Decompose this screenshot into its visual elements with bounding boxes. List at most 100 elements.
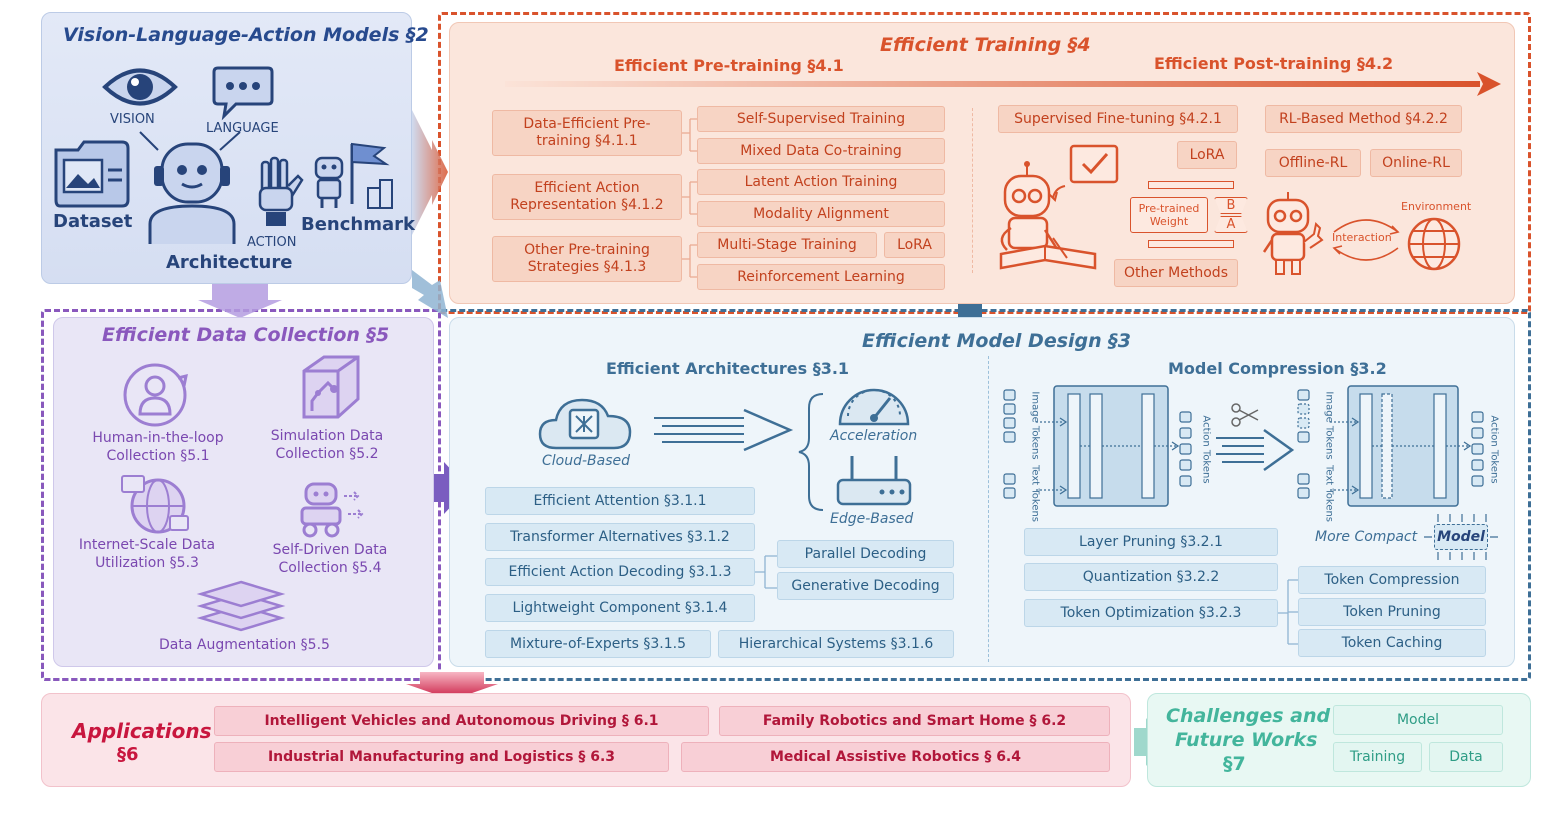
efficient-attention-box: Efficient Attention §3.1.1 xyxy=(485,487,755,515)
arrow-vla-to-collection xyxy=(198,284,282,318)
edge-based-label: Edge-Based xyxy=(830,511,914,527)
quantization-box: Quantization §3.2.2 xyxy=(1024,563,1278,591)
scissors-icon xyxy=(1231,403,1259,427)
posttraining-title: Efficient Post-training §4.2 xyxy=(1154,54,1394,73)
pretrained-weight-box: Pre-trained Weight xyxy=(1130,197,1208,233)
compact-model-box: Model xyxy=(1434,524,1488,550)
action-tokens-label-left: Action Tokens xyxy=(1200,415,1212,484)
globe-icon xyxy=(1407,217,1461,271)
language-label: LANGUAGE xyxy=(206,121,279,136)
online-rl-box: Online-RL xyxy=(1370,149,1462,177)
challenges-title-line3: §7 xyxy=(1223,753,1246,775)
cloud-based-label: Cloud-Based xyxy=(542,453,631,469)
intelligent-vehicles-box: Intelligent Vehicles and Autonomous Driv… xyxy=(214,706,709,736)
industrial-manufacturing-box: Industrial Manufacturing and Logistics §… xyxy=(214,742,669,772)
internet-globe-icon xyxy=(121,475,189,534)
data-augmentation-label: Data Augmentation §5.5 xyxy=(159,637,330,653)
applications-title-line2: §6 xyxy=(117,744,139,765)
token-bracket xyxy=(1278,579,1298,645)
dataset-folder-icon xyxy=(54,140,130,208)
other-methods-box: Other Methods xyxy=(1114,259,1238,287)
offline-rl-box: Offline-RL xyxy=(1265,149,1361,177)
data-collection-title: Efficient Data Collection §5 xyxy=(102,324,390,346)
applications-title-line1: Applications xyxy=(72,719,212,743)
post-lora-box: LoRA xyxy=(1177,141,1237,169)
dataset-label: Dataset xyxy=(53,211,133,232)
compact-squeeze-arrows xyxy=(1424,514,1498,560)
other-pretraining-strategies-box: Other Pre-training Strategies §4.1.3 xyxy=(492,236,682,282)
robot-hand-icon xyxy=(258,156,304,226)
lora-bar-bottom xyxy=(1148,240,1234,248)
token-network-compressed xyxy=(1297,385,1484,507)
lora-bar-top xyxy=(1148,181,1234,189)
token-caching-box: Token Caching xyxy=(1298,629,1486,657)
image-tokens-label-left: Image Tokens xyxy=(1029,391,1041,460)
vla-title: Vision-Language-Action Models §2 xyxy=(63,24,429,46)
token-compression-box: Token Compression xyxy=(1298,566,1486,594)
human-in-loop-icon xyxy=(123,363,188,427)
self-driven-robot-icon xyxy=(300,482,364,538)
environment-label: Environment xyxy=(1401,200,1472,213)
text-tokens-label-left: Text Tokens xyxy=(1029,464,1041,523)
action-label: ACTION xyxy=(247,235,297,250)
text-tokens-label-right: Text Tokens xyxy=(1323,464,1335,523)
benchmark-robot-flag-icon xyxy=(314,142,393,209)
challenge-data-box: Data xyxy=(1429,742,1503,772)
token-network-original xyxy=(1003,385,1192,507)
vision-label: VISION xyxy=(110,112,155,127)
pretraining-lora-box: LoRA xyxy=(884,232,945,258)
medical-assistive-box: Medical Assistive Robotics § 6.4 xyxy=(681,742,1110,772)
eye-icon xyxy=(102,68,178,106)
more-compact-label: More Compact xyxy=(1315,529,1418,545)
multi-stage-training-box: Multi-Stage Training xyxy=(697,232,877,258)
data-efficient-pretraining-box: Data-Efficient Pre-training §4.1.1 xyxy=(492,110,682,156)
self-supervised-training-box: Self-Supervised Training xyxy=(697,106,945,132)
self-driven-label: Self-Driven Data Collection §5.4 xyxy=(272,542,388,576)
generative-decoding-box: Generative Decoding xyxy=(777,572,954,600)
cloud-chip-icon xyxy=(538,398,632,450)
challenge-training-box: Training xyxy=(1333,742,1422,772)
edge-router-icon xyxy=(836,456,912,506)
token-pruning-box: Token Pruning xyxy=(1298,598,1486,626)
training-title: Efficient Training §4 xyxy=(880,34,1091,56)
challenge-model-box: Model xyxy=(1333,705,1503,735)
acceleration-label: Acceleration xyxy=(830,428,918,444)
token-optimization-box: Token Optimization §3.2.3 xyxy=(1024,599,1278,627)
speech-bubble-icon xyxy=(212,66,274,121)
efficient-action-representation-box: Efficient Action Representation §4.1.2 xyxy=(492,174,682,220)
reinforcement-learning-box: Reinforcement Learning xyxy=(697,264,945,290)
mixture-of-experts-box: Mixture-of-Experts §3.1.5 xyxy=(485,630,711,658)
model-compression-title: Model Compression §3.2 xyxy=(1168,359,1387,378)
split-bracket xyxy=(798,393,824,511)
layer-pruning-box: Layer Pruning §3.2.1 xyxy=(1024,528,1278,556)
design-divider xyxy=(988,356,989,662)
pretraining-title: Efficient Pre-training §4.1 xyxy=(614,56,844,75)
supervised-finetuning-box: Supervised Fine-tuning §4.2.1 xyxy=(998,105,1238,133)
arrow-vla-to-training xyxy=(412,110,448,235)
pretraining-brackets xyxy=(682,118,697,278)
compression-arrow xyxy=(1216,428,1295,472)
latent-action-training-box: Latent Action Training xyxy=(697,169,945,195)
efficient-architectures-title: Efficient Architectures §3.1 xyxy=(606,359,850,378)
training-timeline-arrow xyxy=(505,72,1501,96)
robot-head-icon xyxy=(139,131,241,244)
arrow-design-to-applications xyxy=(406,672,498,700)
internet-scale-label: Internet-Scale Data Utilization §5.3 xyxy=(78,537,216,571)
decoding-bracket xyxy=(755,555,777,589)
hierarchical-systems-box: Hierarchical Systems §3.1.6 xyxy=(718,630,954,658)
human-in-loop-label: Human-in-the-loop Collection §5.1 xyxy=(92,430,224,464)
cloud-to-edge-arrow xyxy=(654,408,794,452)
lightweight-component-box: Lightweight Component §3.1.4 xyxy=(485,594,755,622)
mixed-data-cotraining-box: Mixed Data Co-training xyxy=(697,138,945,164)
interaction-cycle-icon xyxy=(1332,219,1400,261)
challenges-title-line1: Challenges and xyxy=(1166,705,1331,727)
action-tokens-label-right: Action Tokens xyxy=(1488,415,1500,484)
image-tokens-label-right: Image Tokens xyxy=(1323,391,1335,460)
studying-robot-icon xyxy=(999,144,1119,270)
rl-robot-icon xyxy=(1262,192,1324,275)
training-divider xyxy=(972,108,973,273)
efficient-action-decoding-box: Efficient Action Decoding §3.1.3 xyxy=(485,558,755,586)
challenges-title-line2: Future Works xyxy=(1175,729,1318,751)
rl-based-method-box: RL-Based Method §4.2.2 xyxy=(1265,105,1462,133)
